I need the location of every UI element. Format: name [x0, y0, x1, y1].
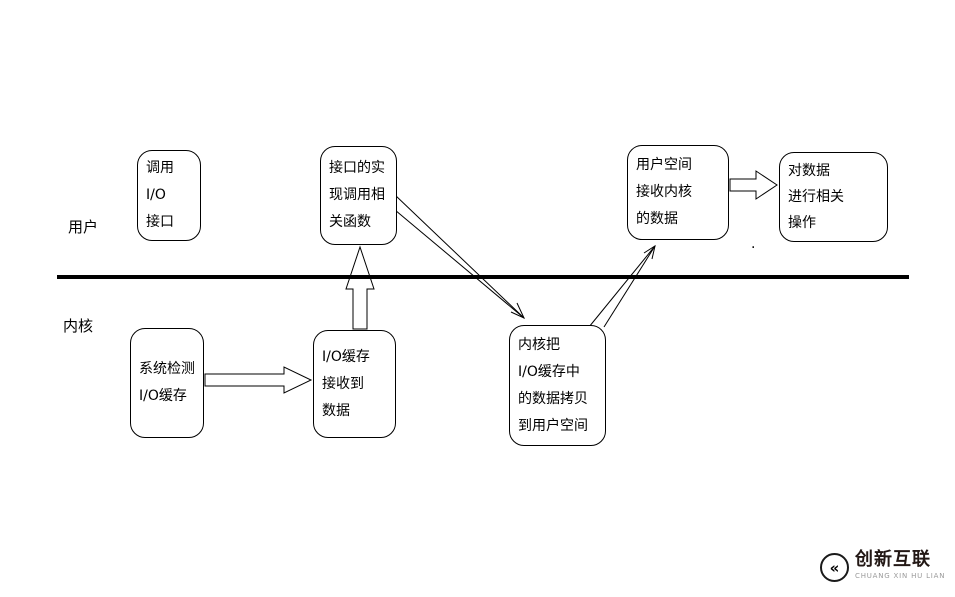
arrow-iobuffer-to-impl — [345, 245, 375, 330]
logo-circle-icon: « — [820, 553, 849, 582]
node-call-io-interface: 调用 I/O 接口 — [137, 150, 201, 241]
node-text-line: 对数据 — [788, 163, 830, 179]
arrow-receive-to-operate — [729, 170, 778, 200]
node-kernel-copy-to-userspace: 内核把 I/O缓存中 的数据拷贝 到用户空间 — [509, 325, 606, 446]
node-text-line: 进行相关 — [788, 189, 844, 205]
user-space-label: 用户 — [68, 218, 99, 236]
node-text-line: 的数据 — [636, 211, 678, 227]
node-text-line: 接收内核 — [636, 184, 692, 200]
node-system-detect-iobuffer: 系统检测 I/O缓存 — [130, 328, 204, 438]
arrow-detect-to-iobuffer — [204, 366, 313, 394]
node-text-line: I/O缓存中 — [518, 363, 580, 380]
node-text-line: 调用 — [146, 160, 174, 176]
logo-glyph-icon: « — [829, 558, 840, 577]
node-text-line: 接口的实 — [329, 160, 385, 176]
node-text-line: 关函数 — [329, 214, 371, 230]
node-interface-impl-call: 接口的实 现调用相 关函数 — [320, 146, 397, 245]
node-text-line: I/O缓存 — [322, 348, 370, 365]
node-text-line: I/O缓存 — [139, 388, 187, 404]
watermark-logo: « 创新互联 CHUANG XIN HU LIAN — [820, 550, 945, 582]
node-operate-on-data: 对数据 进行相关 操作 — [779, 152, 888, 242]
arrow-copy-to-receive — [588, 244, 656, 328]
logo-title: 创新互联 — [855, 549, 931, 570]
node-text-line: 接口 — [146, 214, 174, 230]
node-text-line: 数据 — [322, 402, 350, 419]
arrow-impl-to-copy — [394, 194, 526, 320]
node-text-line: 用户空间 — [636, 157, 692, 173]
kernel-space-label: 内核 — [63, 317, 94, 335]
node-text-line: 到用户空间 — [518, 417, 588, 434]
node-iobuffer-receives-data: I/O缓存 接收到 数据 — [313, 330, 396, 438]
logo-text-block: 创新互联 CHUANG XIN HU LIAN — [855, 549, 946, 581]
node-text-line: 现调用相 — [329, 187, 385, 203]
node-text-line: 的数据拷贝 — [518, 390, 588, 407]
node-text-line: 接收到 — [322, 375, 364, 392]
node-userspace-receive-data: 用户空间 接收内核 的数据 — [627, 145, 729, 240]
node-text-line: I/O — [146, 187, 166, 203]
node-text-line: 系统检测 — [139, 361, 195, 377]
stray-dot: . — [751, 236, 756, 252]
node-text-line: 内核把 — [518, 336, 560, 353]
logo-subtitle: CHUANG XIN HU LIAN — [855, 572, 946, 580]
node-text-line: 操作 — [788, 215, 816, 231]
